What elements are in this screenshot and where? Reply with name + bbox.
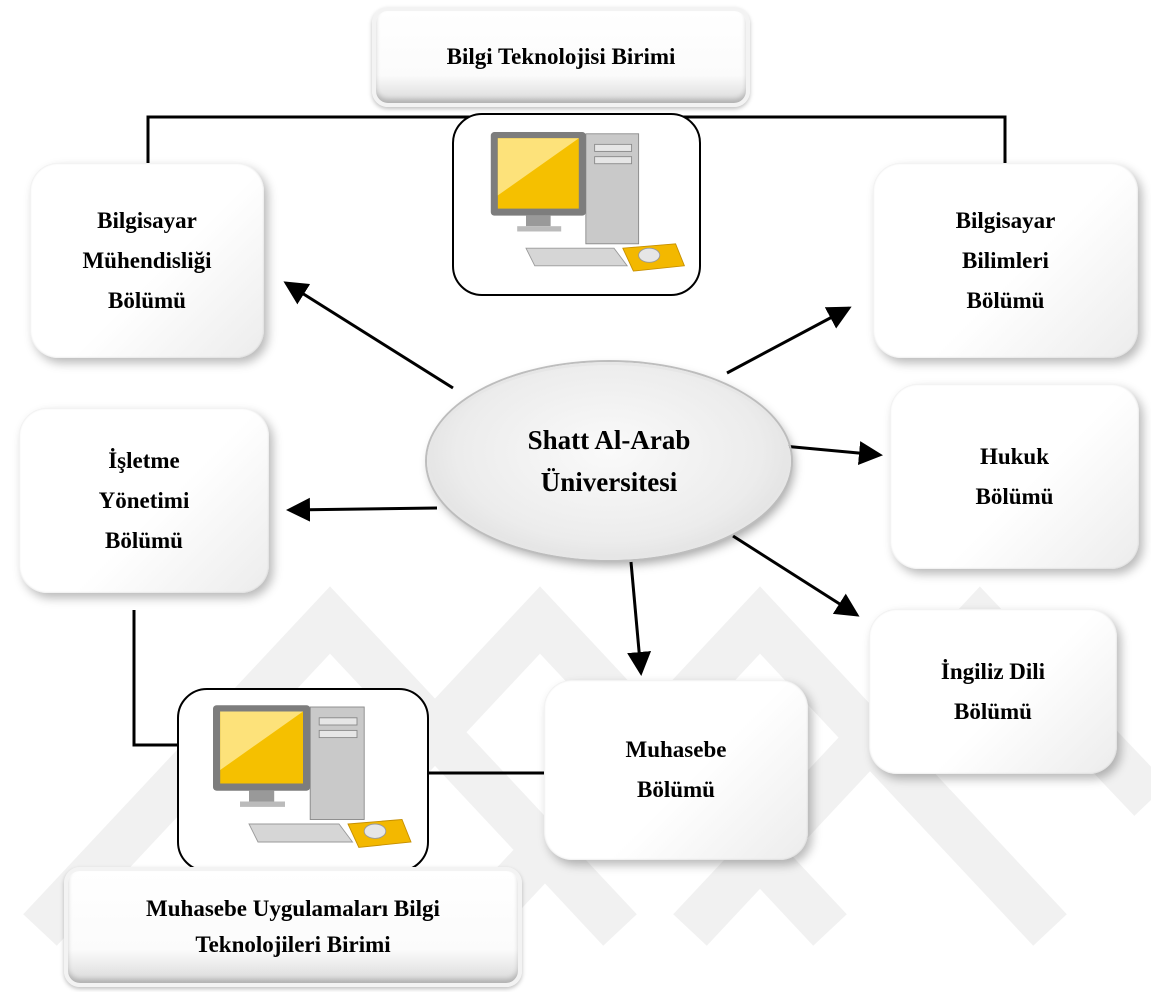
bottom-unit-label: Muhasebe Uygulamaları Bilgi Teknolojiler… xyxy=(64,867,522,987)
arrow-to-business-admin xyxy=(286,497,438,522)
dept-accounting: Muhasebe Bölümü xyxy=(544,680,808,860)
university-name: Shatt Al-Arab Üniversitesi xyxy=(527,425,691,497)
university-center-node: Shatt Al-Arab Üniversitesi xyxy=(427,362,791,560)
computer-icon-frame-bottom xyxy=(177,688,429,872)
dept-computer-science-text: Bilgisayar Bilimleri Bölümü xyxy=(955,207,1056,313)
connector-bottom-left xyxy=(132,610,180,747)
dept-computer-engineering: Bilgisayar Mühendisliği Bölümü xyxy=(30,163,264,358)
dept-computer-engineering-text: Bilgisayar Mühendisliği Bölümü xyxy=(82,207,212,313)
dept-computer-science: Bilgisayar Bilimleri Bölümü xyxy=(873,163,1138,358)
computer-icon xyxy=(213,705,412,848)
dept-business-admin-text: İşletme Yönetimi Bölümü xyxy=(98,447,190,553)
dept-english: İngiliz Dili Bölümü xyxy=(869,609,1117,774)
dept-english-text: İngiliz Dili Bölümü xyxy=(940,658,1046,724)
dept-accounting-text: Muhasebe Bölümü xyxy=(625,737,727,802)
computer-icon xyxy=(490,132,686,272)
dept-law: Hukuk Bölümü xyxy=(890,384,1139,569)
bottom-unit-text: Muhasebe Uygulamaları Bilgi Teknolojiler… xyxy=(146,896,440,957)
dept-business-admin: İşletme Yönetimi Bölümü xyxy=(19,408,269,593)
computer-icon-frame-top xyxy=(452,113,701,296)
top-unit-label: Bilgi Teknolojisi Birimi xyxy=(372,7,750,107)
arrow-to-computer-engineering xyxy=(283,281,454,390)
dept-law-text: Hukuk Bölümü xyxy=(975,443,1054,509)
arrow-to-accounting xyxy=(627,561,652,676)
arrow-to-law xyxy=(782,441,883,466)
top-unit-text: Bilgi Teknolojisi Birimi xyxy=(446,44,676,69)
arrow-to-computer-science xyxy=(726,306,852,375)
arrow-to-english xyxy=(732,534,860,617)
